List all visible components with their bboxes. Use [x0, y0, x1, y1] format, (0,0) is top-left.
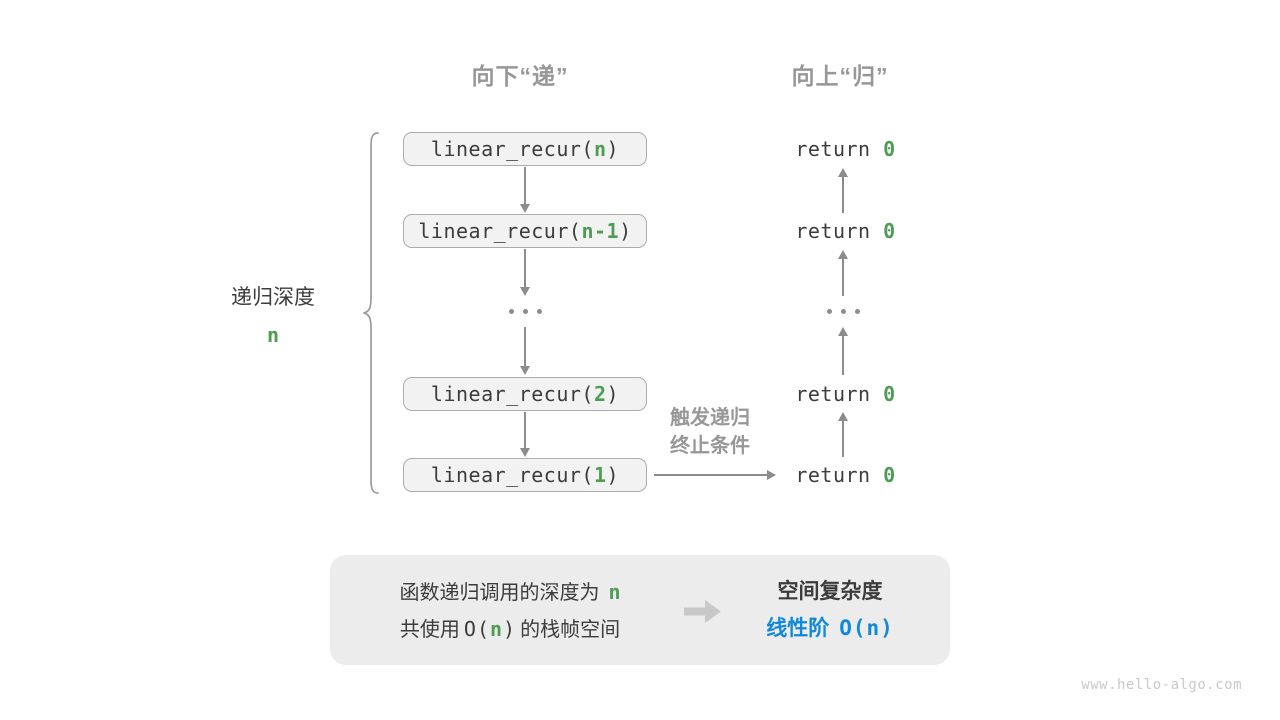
return-value: 0	[883, 137, 896, 161]
watermark: www.hello-algo.com	[1081, 677, 1242, 693]
code-post: )	[619, 219, 632, 243]
bigo-close: )	[503, 617, 517, 641]
ellipsis-dots	[827, 309, 860, 314]
return-keyword: return	[795, 219, 884, 243]
return-value: 0	[883, 463, 896, 487]
trigger-line2: 终止条件	[670, 435, 750, 457]
code-pre: linear_recur(	[430, 137, 594, 161]
return-statement: return 0	[763, 463, 928, 487]
return-statement: return 0	[763, 137, 928, 161]
trigger-line1: 触发递归	[670, 407, 750, 429]
recursion-depth-brace	[363, 132, 379, 494]
result-zh: 线性阶	[766, 617, 830, 640]
call-box-n-1: linear_recur(n-1)	[403, 214, 647, 248]
summary-line2-bigo: O(n)	[464, 617, 516, 641]
call-box-1: linear_recur(1)	[403, 458, 647, 492]
flow-arrow-up-icon	[838, 250, 848, 296]
return-keyword: return	[795, 382, 884, 406]
code-arg: n	[593, 137, 607, 161]
code-pre: linear_recur(	[430, 463, 594, 487]
call-box-n: linear_recur(n)	[403, 132, 647, 166]
flow-arrow-up-icon	[838, 327, 848, 375]
code-post: )	[606, 382, 620, 406]
recursion-depth-label: 递归深度	[231, 286, 315, 309]
ellipsis-dots	[509, 309, 542, 314]
return-statement: return 0	[763, 219, 928, 243]
summary-panel	[330, 555, 950, 665]
summary-line1-var: n	[608, 580, 621, 604]
bigo-var: n	[490, 617, 504, 641]
return-value: 0	[883, 382, 896, 406]
recursion-depth-value: n	[266, 323, 280, 347]
flow-arrow-up-icon	[838, 412, 848, 457]
trigger-condition-label: 触发递归 终止条件	[639, 404, 781, 460]
code-arg: 2	[593, 382, 607, 406]
return-keyword: return	[795, 137, 884, 161]
code-pre: linear_recur(	[418, 219, 582, 243]
column-header-ascend: 向上“归”	[791, 63, 889, 89]
summary-line1-text: 函数递归调用的深度为	[399, 582, 600, 604]
column-header-descend: 向下“递”	[471, 63, 569, 89]
space-complexity-title: 空间复杂度	[777, 580, 883, 603]
flow-arrow-down-icon	[520, 249, 530, 296]
code-arg: 1	[593, 463, 607, 487]
code-post: )	[606, 137, 620, 161]
summary-line1: 函数递归调用的深度为 n	[340, 574, 680, 611]
summary-line2-pre: 共使用	[399, 619, 460, 641]
return-value: 0	[883, 219, 896, 243]
flow-arrow-up-icon	[838, 168, 848, 213]
space-complexity-result: 线性阶 O(n)	[722, 610, 938, 647]
flow-arrow-right-icon	[654, 470, 776, 480]
code-post: )	[606, 463, 620, 487]
call-box-2: linear_recur(2)	[403, 377, 647, 411]
summary-right-text: 空间复杂度 线性阶 O(n)	[722, 574, 938, 647]
bigo-open: O(	[463, 617, 490, 641]
summary-line2-post: 的栈帧空间	[520, 619, 621, 641]
flow-arrow-down-icon	[520, 412, 530, 457]
flow-arrow-down-icon	[520, 327, 530, 375]
code-pre: linear_recur(	[430, 382, 594, 406]
code-arg: n-1	[581, 219, 620, 243]
result-big-o: O(n)	[839, 616, 894, 640]
flow-arrow-down-icon	[520, 167, 530, 213]
return-keyword: return	[795, 463, 884, 487]
summary-block-arrow-icon	[684, 600, 721, 623]
return-statement: return 0	[763, 382, 928, 406]
